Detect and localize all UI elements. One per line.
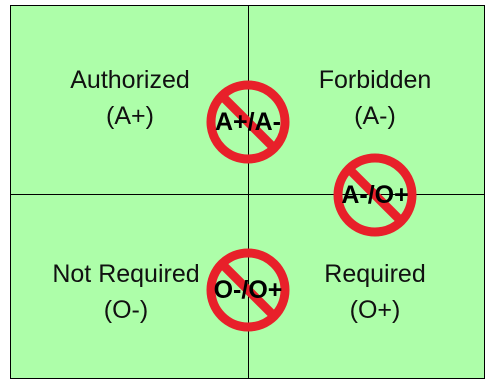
no-symbol-icon <box>206 80 290 164</box>
quadrant-not-required: Not Required (O-) <box>36 256 216 328</box>
horizontal-divider <box>10 194 485 195</box>
no-symbol-icon <box>333 153 417 237</box>
vertical-divider <box>248 5 249 379</box>
quadrant-forbidden: Forbidden (A-) <box>290 62 460 134</box>
prohibited-label: O-/O+ <box>213 275 283 304</box>
quadrant-code: (O+) <box>349 296 401 324</box>
prohibited-combination-a-minus-o-plus: A-/O+ <box>332 152 418 238</box>
quadrant-term: Forbidden <box>318 66 432 94</box>
quadrant-authorized: Authorized (A+) <box>40 62 220 134</box>
quadrant-code: (A+) <box>106 102 154 130</box>
quadrant-term: Not Required <box>52 260 200 288</box>
quadrant-term: Required <box>324 260 426 288</box>
prohibited-label: A-/O+ <box>341 180 409 209</box>
prohibited-combination-o-minus-o-plus: O-/O+ <box>205 247 291 333</box>
quadrant-code: (O-) <box>103 296 149 324</box>
no-symbol-icon <box>206 248 290 332</box>
quadrant-code: (A-) <box>354 102 396 130</box>
quadrant-term: Authorized <box>70 66 190 94</box>
diagram-frame <box>10 5 485 379</box>
prohibited-combination-a-plus-a-minus: A+/A- <box>205 79 291 165</box>
quadrant-required: Required (O+) <box>290 256 460 328</box>
prohibited-label: A+/A- <box>215 107 281 136</box>
